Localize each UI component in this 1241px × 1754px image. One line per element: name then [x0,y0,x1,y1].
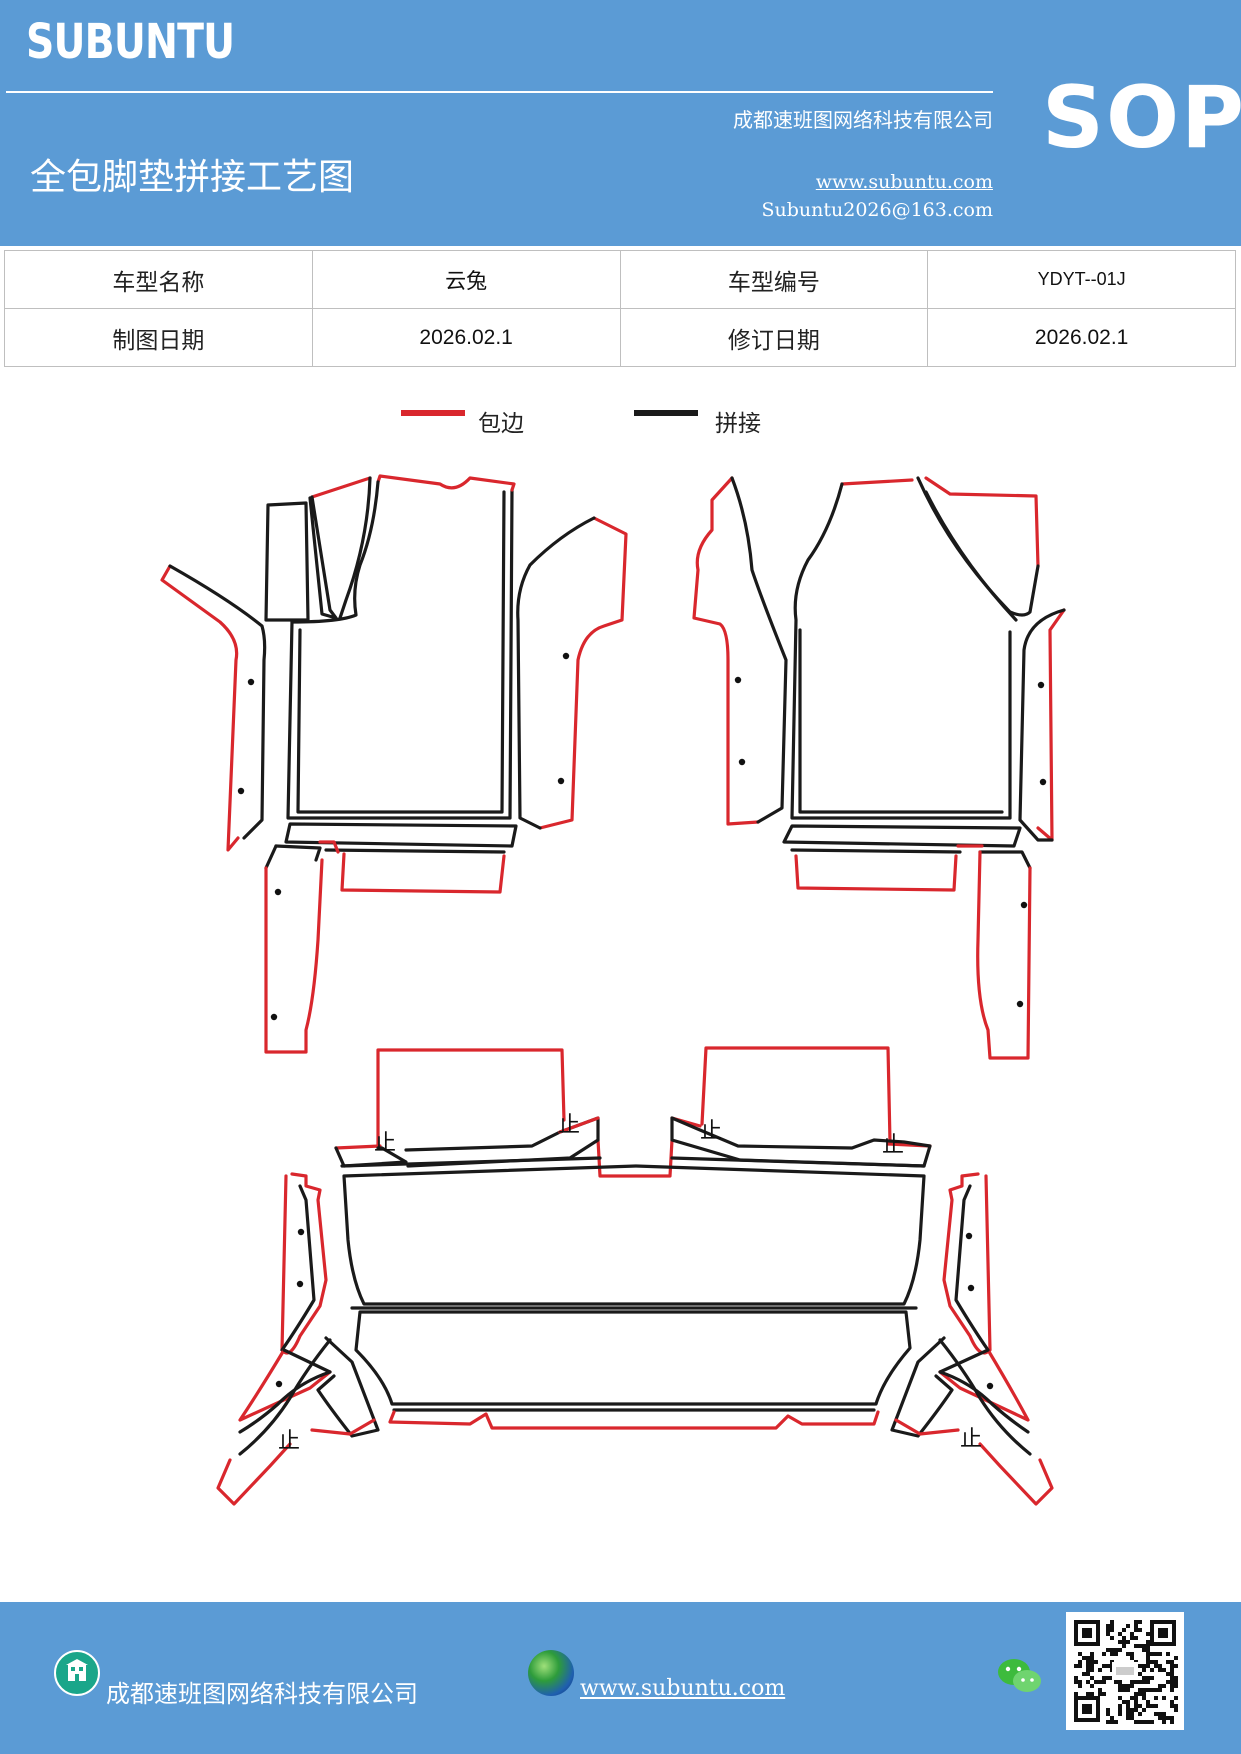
stop-mark: 止 [960,1427,982,1452]
model-name-label: 车型名称 [4,250,313,309]
legend-swatch-red [401,410,465,416]
company-name: 成都速班图网络科技有限公司 [733,108,993,132]
stop-mark: 止 [700,1119,722,1144]
revision-date-value: 2026.02.1 [927,308,1236,367]
revision-date-label: 修订日期 [619,308,929,367]
header-divider [6,91,993,93]
brand-logo: SUBUNTU [26,14,235,70]
model-name-value: 云兔 [311,250,621,309]
globe-icon [528,1650,574,1696]
footer-company-name: 成都速班图网络科技有限公司 [106,1680,418,1708]
page-title: 全包脚垫拼接工艺图 [30,157,355,198]
sop-badge: SOP [1042,68,1241,168]
building-icon [54,1650,100,1696]
info-table: 车型名称 云兔 车型编号 YDYT--01J 制图日期 2026.02.1 修订… [4,250,1236,367]
front-right-mat-group [692,476,1066,1060]
front-left-mat-group [160,474,628,1054]
table-row: 制图日期 2026.02.1 修订日期 2026.02.1 [4,308,1236,367]
rear-mat-group: 止 止 止 止 止 止 [216,1046,1054,1506]
floor-mat-diagram: 止 止 止 止 止 止 [160,474,1066,1506]
stop-mark: 止 [374,1131,396,1156]
legend-swatch-black [634,410,698,416]
header-banner: SUBUNTU 成都速班图网络科技有限公司 全包脚垫拼接工艺图 www.subu… [0,0,1241,246]
website-link[interactable]: www.subuntu.com [815,171,993,193]
table-row: 车型名称 云兔 车型编号 YDYT--01J [4,250,1236,309]
legend-label-edge: 包边 [478,411,524,437]
wechat-icon[interactable] [996,1656,1044,1698]
email-address[interactable]: Subuntu2026@163.com [761,199,993,221]
footer-website-link[interactable]: www.subuntu.com [580,1676,786,1701]
model-code-label: 车型编号 [619,250,929,309]
stop-mark: 止 [882,1133,904,1158]
qr-code [1066,1612,1184,1730]
legend-label-seam: 拼接 [715,411,761,437]
footer-banner: 成都速班图网络科技有限公司 www.subuntu.com [0,1602,1241,1754]
stop-mark: 止 [558,1113,580,1138]
model-code-value: YDYT--01J [927,250,1236,309]
stop-mark: 止 [278,1429,300,1454]
draw-date-label: 制图日期 [4,308,313,367]
draw-date-value: 2026.02.1 [311,308,621,367]
